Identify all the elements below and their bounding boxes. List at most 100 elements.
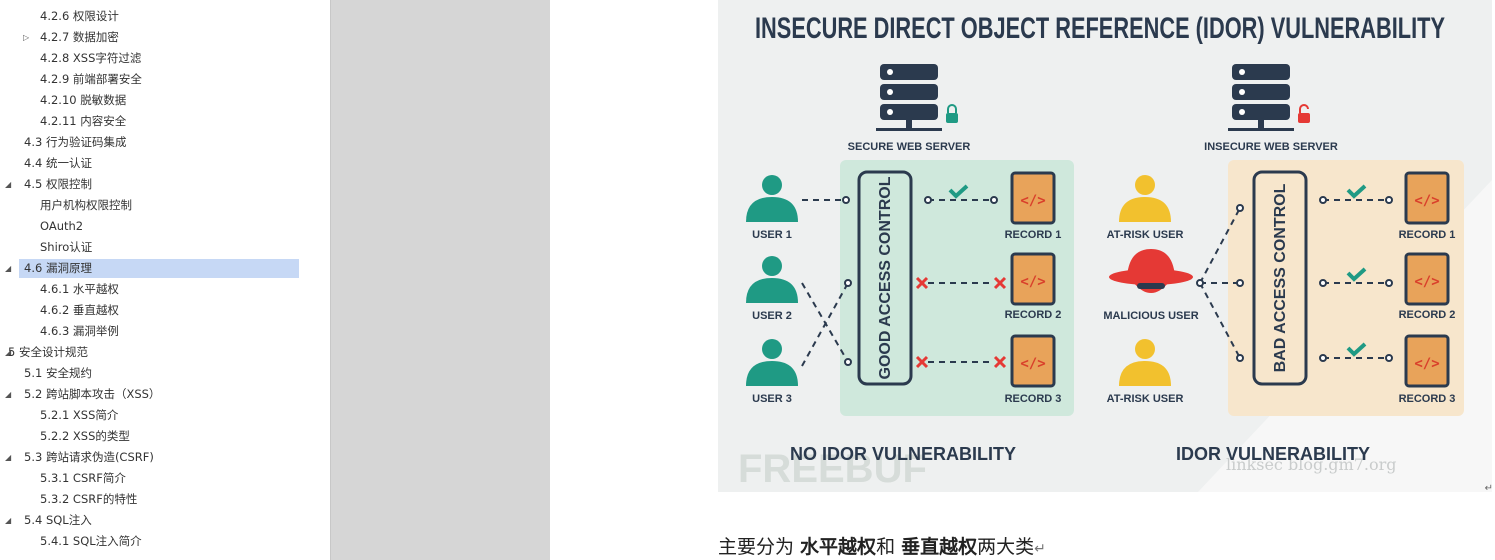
nav-item[interactable]: 4.2.10 脱敏数据	[0, 91, 320, 110]
expand-arrow-icon[interactable]: ▷	[23, 33, 30, 42]
left-record-2-label: RECORD 2	[1005, 309, 1062, 321]
body-mid: 和	[876, 536, 902, 558]
nav-item[interactable]: 4.2.6 权限设计	[0, 7, 320, 26]
nav-item[interactable]: 5.2.2 XSS的类型	[0, 427, 320, 446]
nav-item[interactable]: ◢ 5.4 SQL注入	[0, 511, 320, 530]
nav-item-label: 4.5 权限控制	[24, 177, 92, 191]
malicious-user-label: MALICIOUS USER	[1103, 310, 1198, 322]
nav-item[interactable]: 5.3.1 CSRF简介	[0, 469, 320, 488]
right-record-3-label: RECORD 3	[1399, 393, 1456, 405]
nav-item[interactable]: OAuth2	[0, 217, 320, 236]
nav-item-label: 4.6.1 水平越权	[40, 282, 119, 296]
nav-item-label: 4.2.9 前端部署安全	[40, 72, 142, 86]
nav-item[interactable]: ◢ 5.3 跨站请求伪造(CSRF)	[0, 448, 320, 467]
nav-item-label: 5.2 跨站脚本攻击（XSS）	[24, 387, 161, 401]
user-1-icon	[746, 175, 798, 222]
record-icons-left: </> </> </>	[1010, 171, 1056, 388]
nav-item-label: 4.6 漏洞原理	[24, 261, 92, 275]
secure-server-label: SECURE WEB SERVER	[848, 141, 971, 153]
collapse-arrow-icon[interactable]: ◢	[5, 180, 12, 189]
body-paragraph[interactable]: 主要分为 水平越权和 垂直越权两大类↵	[718, 532, 1046, 559]
workspace-gap	[331, 0, 550, 560]
svg-text:</>: </>	[1414, 274, 1439, 290]
at-risk-user-2-icon	[1119, 339, 1171, 386]
nav-item-label: 4.6.3 漏洞举例	[40, 324, 119, 338]
collapse-arrow-icon[interactable]: ◢	[5, 516, 12, 525]
svg-text:</>: </>	[1020, 356, 1045, 372]
nav-item[interactable]: 4.2.9 前端部署安全	[0, 70, 320, 89]
nav-item[interactable]: 4.3 行为验证码集成	[0, 133, 320, 152]
bad-access-control-box	[1252, 170, 1308, 386]
malicious-user-icon	[1109, 249, 1193, 293]
at-risk-user-1-label: AT-RISK USER	[1107, 229, 1184, 241]
svg-text:</>: </>	[1414, 193, 1439, 209]
nav-item[interactable]: ◢ 4.6 漏洞原理	[5, 259, 299, 278]
nav-item[interactable]: 4.2.11 内容安全	[0, 112, 320, 131]
user-1-label: USER 1	[752, 229, 792, 241]
nav-item-label: Shiro认证	[40, 240, 93, 254]
nav-item-label: 5.2.1 XSS简介	[40, 408, 119, 422]
nav-item[interactable]: ◢ 4.5 权限控制	[0, 175, 320, 194]
nav-item[interactable]: 5.2.1 XSS简介	[0, 406, 320, 425]
good-access-control-box	[857, 170, 913, 386]
user-3-label: USER 3	[752, 393, 792, 405]
nav-item-label: 4.2.10 脱敏数据	[40, 93, 127, 107]
svg-text:</>: </>	[1020, 274, 1045, 290]
right-caption: IDOR VULNERABILITY	[1176, 444, 1370, 464]
right-record-1-label: RECORD 1	[1399, 229, 1456, 241]
freebuf-watermark: FREEBUF	[738, 447, 927, 491]
paragraph-mark-right: ↵	[1484, 483, 1493, 494]
vertical-privilege-term: 垂直越权	[901, 536, 978, 558]
nav-item[interactable]: 5.3.2 CSRF的特性	[0, 490, 320, 509]
body-suffix: 两大类	[977, 536, 1035, 558]
user-2-label: USER 2	[752, 310, 792, 322]
figure-title: INSECURE DIRECT OBJECT REFERENCE (IDOR) …	[755, 12, 1445, 45]
at-risk-user-1-icon	[1119, 175, 1171, 222]
nav-item[interactable]: ▷ 4.2.7 数据加密	[0, 28, 320, 47]
nav-item-label: 5.3 跨站请求伪造(CSRF)	[24, 450, 154, 464]
nav-item[interactable]: 4.2.8 XSS字符过滤	[0, 49, 320, 68]
nav-item[interactable]: ◢ 5.2 跨站脚本攻击（XSS）	[0, 385, 320, 404]
nav-item-label: 4.4 统一认证	[24, 156, 92, 170]
nav-item[interactable]: 4.6.3 漏洞举例	[0, 322, 320, 341]
right-record-2-label: RECORD 2	[1399, 309, 1456, 321]
nav-item-label: 4.2.7 数据加密	[40, 30, 119, 44]
cross-icons	[915, 276, 1007, 369]
nav-item[interactable]: Shiro认证	[0, 238, 320, 257]
collapse-arrow-icon[interactable]: ◢	[5, 390, 12, 399]
nav-item[interactable]: 4.6.1 水平越权	[0, 280, 320, 299]
nav-item-label: 5.3.1 CSRF简介	[40, 471, 126, 485]
navigation-pane: 4.2.6 权限设计 ▷ 4.2.7 数据加密 4.2.8 XSS字符过滤 4.2.9 …	[0, 0, 331, 560]
nav-item[interactable]: 用户机构权限控制	[0, 196, 320, 215]
insecure-server-icon	[1228, 64, 1310, 131]
nav-item[interactable]: 4.4 统一认证	[0, 154, 320, 173]
collapse-arrow-icon[interactable]: ◢	[5, 453, 12, 462]
at-risk-user-2-label: AT-RISK USER	[1107, 393, 1184, 405]
record-icons-right: </> </> </>	[1404, 171, 1450, 388]
idor-figure: INSECURE DIRECT OBJECT REFERENCE (IDOR) …	[718, 0, 1492, 492]
blog-watermark: linksec blog.gm7.org	[1226, 455, 1396, 474]
nav-item-label: 5.1 安全规约	[24, 366, 92, 380]
collapse-arrow-icon[interactable]: ◢	[5, 348, 12, 357]
nav-item[interactable]: 5.1 安全规约	[0, 364, 320, 383]
nav-item-label: OAuth2	[40, 219, 84, 233]
insecure-server-label: INSECURE WEB SERVER	[1204, 141, 1338, 153]
nav-item[interactable]: 4.6.2 垂直越权	[0, 301, 320, 320]
nav-item-label: 4.2.11 内容安全	[40, 114, 127, 128]
nav-item-label: 5.4.1 SQL注入简介	[40, 534, 142, 548]
nav-item-label: 4.3 行为验证码集成	[24, 135, 127, 149]
collapse-arrow-icon[interactable]: ◢	[5, 264, 12, 273]
nav-item-label: 4.6.2 垂直越权	[40, 303, 119, 317]
left-record-1-label: RECORD 1	[1005, 229, 1062, 241]
good-access-control-label: GOOD ACCESS CONTROL	[877, 176, 894, 379]
nav-item-label: 4.2.8 XSS字符过滤	[40, 51, 142, 65]
nav-item[interactable]: 5.4.1 SQL注入简介	[0, 532, 320, 551]
idor-diagram: INSECURE DIRECT OBJECT REFERENCE (IDOR) …	[718, 0, 1492, 492]
bad-access-control-label: BAD ACCESS CONTROL	[1272, 183, 1289, 372]
paragraph-mark: ↵	[1034, 541, 1046, 557]
nav-item[interactable]: ◢5 安全设计规范	[0, 343, 320, 362]
nav-item-label: 4.2.6 权限设计	[40, 9, 119, 23]
left-record-3-label: RECORD 3	[1005, 393, 1062, 405]
check-icons-right	[1346, 184, 1367, 357]
nav-item-label: 5.4 SQL注入	[24, 513, 92, 527]
